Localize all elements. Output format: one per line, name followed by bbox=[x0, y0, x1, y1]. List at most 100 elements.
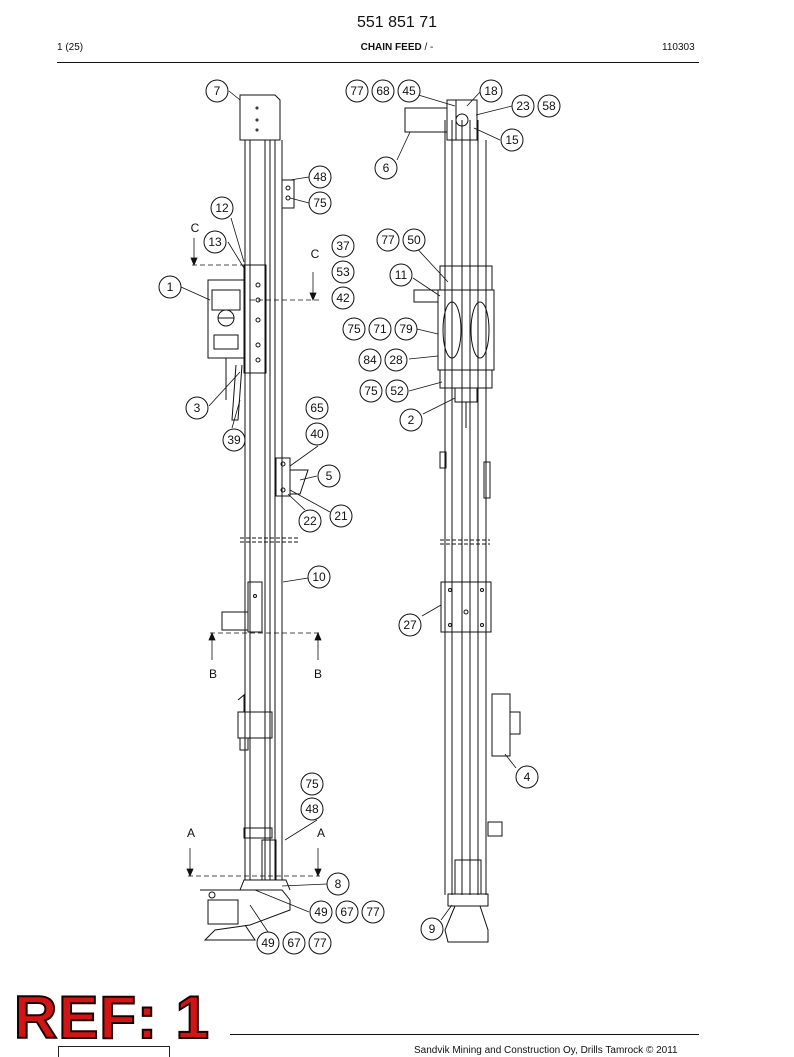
svg-text:40: 40 bbox=[310, 427, 324, 441]
left-view-drawing bbox=[200, 94, 309, 941]
svg-text:77: 77 bbox=[313, 936, 327, 950]
callout-balloon[interactable]: 27 bbox=[398, 613, 422, 637]
svg-text:28: 28 bbox=[389, 353, 403, 367]
callout-balloon[interactable]: 10 bbox=[307, 565, 331, 589]
svg-text:49: 49 bbox=[314, 905, 328, 919]
svg-text:75: 75 bbox=[305, 777, 319, 791]
ref-stamp: REF: 1 bbox=[13, 984, 211, 1051]
svg-text:18: 18 bbox=[484, 84, 498, 98]
callout-balloon[interactable]: 67 bbox=[335, 900, 359, 924]
svg-text:45: 45 bbox=[402, 84, 416, 98]
callout-balloon[interactable]: 7 bbox=[205, 79, 229, 103]
callout-balloon[interactable]: 45 bbox=[397, 79, 421, 103]
right-view-callouts: 77 68 45 18 23 58 15 6 77 50 11 75 71 79… bbox=[342, 79, 561, 941]
callout-balloon[interactable]: 77 bbox=[361, 900, 385, 924]
svg-text:27: 27 bbox=[403, 618, 417, 632]
svg-text:77: 77 bbox=[381, 233, 395, 247]
callout-balloon[interactable]: 21 bbox=[329, 504, 353, 528]
callout-balloon[interactable]: 37 bbox=[331, 234, 355, 258]
callout-balloon[interactable]: 42 bbox=[331, 286, 355, 310]
callout-balloon[interactable]: 40 bbox=[305, 422, 329, 446]
svg-text:12: 12 bbox=[215, 201, 229, 215]
svg-text:77: 77 bbox=[366, 905, 380, 919]
footer-rule bbox=[230, 1034, 699, 1035]
svg-text:71: 71 bbox=[373, 322, 387, 336]
svg-text:13: 13 bbox=[208, 235, 222, 249]
copyright-text: Sandvik Mining and Construction Oy, Dril… bbox=[414, 1045, 678, 1056]
leader-lines bbox=[180, 90, 517, 933]
svg-text:58: 58 bbox=[542, 99, 556, 113]
svg-text:37: 37 bbox=[336, 239, 350, 253]
callout-balloon[interactable]: 5 bbox=[317, 464, 341, 488]
callout-balloon[interactable]: 77 bbox=[308, 931, 332, 955]
callout-balloon[interactable]: 2 bbox=[399, 408, 423, 432]
callout-balloon[interactable]: 77 bbox=[345, 79, 369, 103]
svg-text:48: 48 bbox=[313, 170, 327, 184]
revision-code: 110303 bbox=[662, 42, 695, 53]
callout-balloon[interactable]: 75 bbox=[359, 379, 383, 403]
svg-text:5: 5 bbox=[326, 469, 333, 483]
section-a-right: A bbox=[317, 826, 325, 840]
callout-balloon[interactable]: 75 bbox=[308, 191, 332, 215]
callout-balloon[interactable]: 6 bbox=[374, 156, 398, 180]
callout-balloon[interactable]: 13 bbox=[203, 230, 227, 254]
callout-balloon[interactable]: 39 bbox=[222, 428, 246, 452]
callout-balloon[interactable]: 75 bbox=[342, 317, 366, 341]
callout-balloon[interactable]: 67 bbox=[282, 931, 306, 955]
callout-balloon[interactable]: 8 bbox=[326, 872, 350, 896]
callout-balloon[interactable]: 53 bbox=[331, 260, 355, 284]
callout-balloon[interactable]: 77 bbox=[376, 228, 400, 252]
callout-balloon[interactable]: 28 bbox=[384, 348, 408, 372]
svg-text:52: 52 bbox=[390, 384, 404, 398]
svg-text:10: 10 bbox=[312, 570, 326, 584]
callout-balloon[interactable]: 50 bbox=[402, 228, 426, 252]
svg-text:2: 2 bbox=[408, 413, 415, 427]
section-title: CHAIN FEED / - bbox=[0, 42, 794, 53]
callout-balloon[interactable]: 52 bbox=[385, 379, 409, 403]
callout-balloon[interactable]: 22 bbox=[298, 509, 322, 533]
callout-balloon[interactable]: 49 bbox=[309, 900, 333, 924]
callout-balloon[interactable]: 4 bbox=[515, 765, 539, 789]
svg-text:67: 67 bbox=[340, 905, 354, 919]
callout-balloon[interactable]: 58 bbox=[537, 94, 561, 118]
section-a-left: A bbox=[187, 826, 195, 840]
svg-text:75: 75 bbox=[364, 384, 378, 398]
section-c-right: C bbox=[311, 247, 320, 261]
callout-balloon[interactable]: 84 bbox=[358, 348, 382, 372]
callout-balloon[interactable]: 68 bbox=[371, 79, 395, 103]
callout-balloon[interactable]: 3 bbox=[185, 396, 209, 420]
svg-text:68: 68 bbox=[376, 84, 390, 98]
company-logo bbox=[58, 1046, 170, 1057]
callout-balloon[interactable]: 75 bbox=[300, 772, 324, 796]
svg-text:84: 84 bbox=[363, 353, 377, 367]
svg-text:4: 4 bbox=[524, 770, 531, 784]
svg-text:39: 39 bbox=[227, 433, 241, 447]
callout-balloon[interactable]: 18 bbox=[479, 79, 503, 103]
callout-balloon[interactable]: 11 bbox=[389, 263, 413, 287]
callout-balloon[interactable]: 71 bbox=[368, 317, 392, 341]
section-c-left: C bbox=[191, 221, 200, 235]
svg-text:53: 53 bbox=[336, 265, 350, 279]
callout-balloon[interactable]: 9 bbox=[420, 917, 444, 941]
svg-text:1: 1 bbox=[167, 280, 174, 294]
callout-balloon[interactable]: 49 bbox=[256, 931, 280, 955]
callout-balloon[interactable]: 48 bbox=[300, 797, 324, 821]
callout-balloon[interactable]: 65 bbox=[305, 396, 329, 420]
section-lines bbox=[188, 264, 320, 877]
right-view-drawing bbox=[404, 99, 521, 943]
svg-text:6: 6 bbox=[383, 161, 390, 175]
callout-balloon[interactable]: 48 bbox=[308, 165, 332, 189]
svg-text:49: 49 bbox=[261, 936, 275, 950]
header-rule bbox=[57, 62, 699, 63]
svg-text:8: 8 bbox=[335, 877, 342, 891]
section-title-text: CHAIN FEED bbox=[360, 42, 422, 53]
svg-text:48: 48 bbox=[305, 802, 319, 816]
callout-balloon[interactable]: 12 bbox=[210, 196, 234, 220]
callout-balloon[interactable]: 23 bbox=[511, 94, 535, 118]
section-b-right: B bbox=[314, 667, 322, 681]
callout-balloon[interactable]: 15 bbox=[500, 128, 524, 152]
callout-balloon[interactable]: 79 bbox=[394, 317, 418, 341]
svg-text:21: 21 bbox=[334, 509, 348, 523]
callout-balloon[interactable]: 1 bbox=[158, 275, 182, 299]
